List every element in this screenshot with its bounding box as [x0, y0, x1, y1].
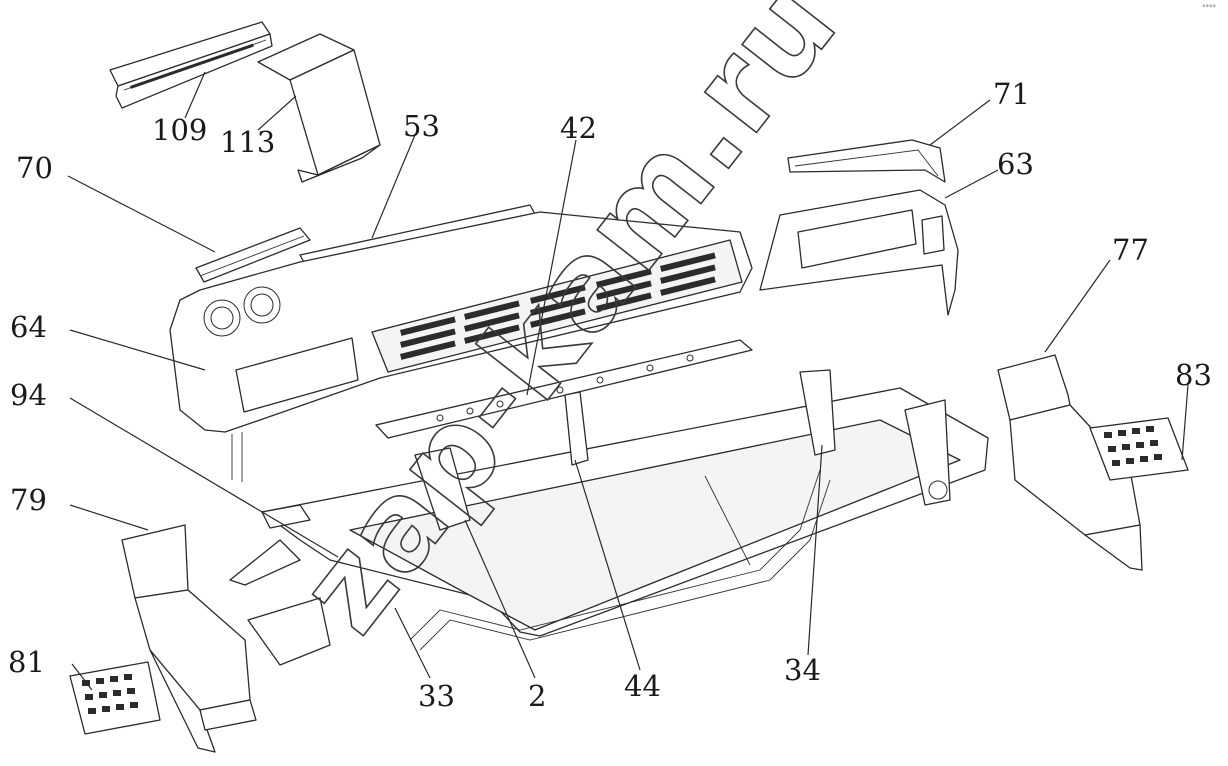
callout-77: 77 — [1112, 233, 1149, 267]
part-83-step — [1089, 417, 1189, 481]
leader-81 — [71, 663, 93, 691]
callout-70: 70 — [16, 151, 53, 185]
part-71-trim — [787, 139, 946, 183]
part-79-step-housing — [121, 524, 257, 753]
part-109-strip — [109, 21, 273, 109]
dashboard-panel — [169, 211, 753, 482]
callout-79: 79 — [10, 483, 47, 517]
leader-83 — [1181, 384, 1189, 461]
part-113-bracket — [257, 33, 381, 183]
leader-79 — [69, 504, 149, 531]
callout-33: 33 — [418, 679, 455, 713]
leader-113 — [257, 95, 297, 131]
callout-113: 113 — [220, 125, 275, 159]
callout-83: 83 — [1175, 358, 1212, 392]
leader-53 — [371, 134, 416, 239]
leader-63 — [944, 169, 999, 199]
leader-94 — [69, 397, 339, 558]
leader-70 — [67, 175, 216, 253]
part-42-plate — [375, 339, 753, 439]
leader-2 — [464, 519, 536, 679]
callout-64: 64 — [10, 310, 47, 344]
part-77-step-housing — [997, 354, 1143, 571]
callout-labels: 109 113 70 53 42 71 63 77 64 83 94 79 81… — [8, 77, 1212, 713]
callout-71: 71 — [993, 77, 1030, 111]
part-81-step — [69, 661, 161, 735]
callout-44: 44 — [624, 669, 661, 703]
callout-81: 81 — [8, 645, 45, 679]
part-63-end-panel — [759, 189, 959, 316]
corner-note: °°°° — [1202, 4, 1216, 12]
leader-lines — [67, 71, 1189, 691]
leader-33 — [394, 607, 431, 679]
leader-34 — [807, 444, 823, 656]
leader-77 — [1044, 259, 1111, 353]
callout-53: 53 — [403, 109, 440, 143]
part-70-rail — [195, 227, 311, 283]
callout-42: 42 — [560, 111, 597, 145]
callout-2: 2 — [528, 679, 546, 713]
callout-109: 109 — [152, 113, 207, 147]
leader-42 — [526, 139, 577, 396]
leader-71 — [929, 99, 991, 146]
callout-63: 63 — [997, 147, 1034, 181]
callout-94: 94 — [10, 378, 47, 412]
leader-64 — [69, 329, 206, 371]
leader-109 — [184, 71, 206, 119]
main-frame — [229, 369, 989, 666]
leader-44 — [574, 459, 641, 671]
callout-34: 34 — [784, 653, 821, 687]
